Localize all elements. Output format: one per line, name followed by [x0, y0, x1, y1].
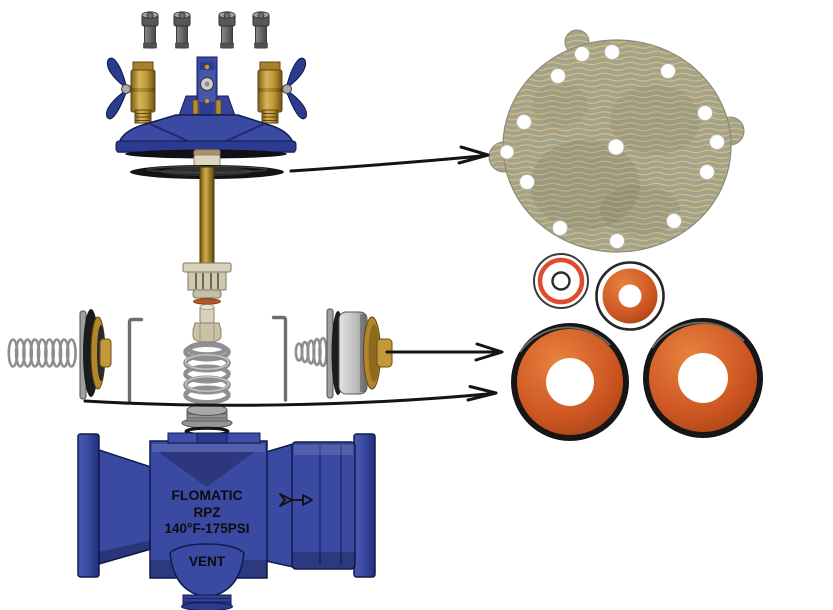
flange-left — [77, 433, 100, 578]
small-seal-disc — [595, 261, 665, 331]
diaphragm-center-hole — [607, 138, 625, 156]
cover-bolt-1 — [141, 11, 159, 49]
test-cock-handle-right — [278, 57, 308, 120]
second-check-spring — [294, 336, 328, 368]
stem-o-ring — [193, 298, 221, 305]
callout-arrows — [83, 145, 504, 407]
cover-bolts — [141, 11, 270, 49]
bonnet-dome — [115, 114, 297, 159]
flange-right — [353, 433, 376, 578]
test-cock-left — [130, 61, 156, 124]
second-check-assembly — [294, 308, 393, 399]
main-spring — [183, 341, 231, 405]
large-seal-disc-2 — [643, 318, 763, 438]
arrow-diaphragm — [289, 145, 490, 173]
bonnet-cover-assembly — [105, 56, 308, 159]
first-check-spring — [7, 338, 77, 368]
large-seal-disc-1 — [511, 323, 629, 441]
test-cock-right — [257, 61, 283, 124]
poppet — [192, 304, 222, 343]
stem-assembly — [130, 149, 284, 305]
body-rating-text: 140°F-175PSI — [165, 521, 250, 536]
pilot-tower — [175, 56, 239, 125]
body-brand-text: FLOMATIC — [171, 487, 242, 503]
cover-bolt-3 — [218, 11, 236, 49]
valve-stem — [199, 166, 215, 266]
cover-bolt-2 — [173, 11, 191, 49]
retainer-clip-left — [127, 317, 144, 403]
vent-label: VENT — [189, 554, 226, 569]
test-cock-handle-left — [105, 57, 135, 120]
cover-bolt-4 — [252, 11, 270, 49]
fabric-diaphragm — [488, 29, 745, 253]
seat-disc — [181, 404, 233, 429]
first-check-assembly — [7, 309, 112, 400]
retainer-clip-right — [271, 315, 288, 402]
valve-body: FLOMATIC RPZ 140°F-175PSI VENT — [77, 432, 376, 610]
body-model-text: RPZ — [194, 505, 221, 520]
o-ring-kit — [533, 253, 589, 309]
diaphragm-bolt-holes — [499, 44, 725, 249]
arrow-first-check-seal — [83, 385, 498, 407]
vent-port: VENT — [169, 543, 245, 610]
arrow-second-check-seal — [385, 342, 504, 362]
flow-direction-icon — [279, 493, 313, 507]
stem-guide — [182, 262, 232, 299]
